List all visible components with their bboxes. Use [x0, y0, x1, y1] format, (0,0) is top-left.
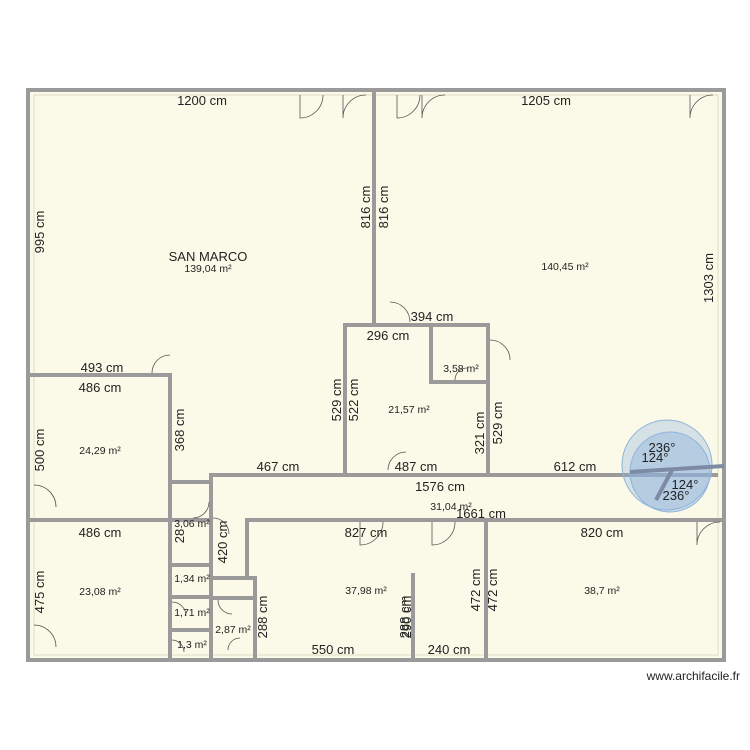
door-icon: [342, 94, 367, 119]
dimension-label: 472 cm: [485, 569, 500, 612]
dimension-label: 550 cm: [312, 642, 355, 657]
room-area: 23,08 m²: [79, 586, 121, 598]
door-icon: [489, 339, 511, 361]
door-icon: [217, 599, 233, 615]
dimension-label: 1205 cm: [521, 93, 571, 108]
dimension-label: 522 cm: [346, 379, 361, 422]
dimension-label: 487 cm: [395, 459, 438, 474]
door-icon: [387, 451, 407, 471]
angle-label: 236°: [649, 440, 676, 455]
rotation-gizmo[interactable]: [621, 419, 725, 513]
room-area: 38,7 m²: [584, 585, 620, 597]
door-icon: [299, 94, 324, 119]
room-area: 31,04 m²: [430, 501, 472, 513]
door-icon: [171, 639, 185, 653]
dimension-label: 816 cm: [376, 186, 391, 229]
door-icon: [696, 521, 721, 546]
door-icon: [151, 354, 171, 374]
room-area: 24,29 m²: [79, 445, 121, 457]
dimension-label: 529 cm: [329, 379, 344, 422]
dimension-label: 28: [172, 529, 187, 543]
dimension-label: 288 cm: [255, 596, 270, 639]
door-icon: [171, 601, 187, 617]
room-area: 1,34 m²: [174, 573, 210, 585]
door-icon: [33, 484, 57, 508]
angle-label: 236°: [663, 488, 690, 503]
dimension-label: 995 cm: [32, 211, 47, 254]
dimension-label: 1200 cm: [177, 93, 227, 108]
dimension-label: 612 cm: [554, 459, 597, 474]
dimension-label: 1661 cm: [456, 506, 506, 521]
dimension-label: 486 cm: [79, 525, 122, 540]
room-area: 139,04 m²: [184, 263, 232, 275]
door-icon: [421, 94, 446, 119]
dimension-label: 820 cm: [581, 525, 624, 540]
dimension-labels-horizontal: 1200 cm 1205 cm 394 cm 296 cm 493 cm 486…: [79, 93, 624, 657]
dimension-label: 368 cm: [172, 409, 187, 452]
watermark: www.archifacile.fr: [646, 669, 740, 683]
door-icon: [689, 94, 714, 119]
dimension-labels-vertical: 995 cm 1303 cm 816 cm 816 cm 500 cm 368 …: [32, 186, 716, 639]
dimension-label: 500 cm: [32, 429, 47, 472]
angle-label: 124°: [642, 450, 669, 465]
dimension-label: 420 cm: [215, 521, 230, 564]
dimension-label: 288 cm: [397, 596, 412, 639]
dimension-label: 290 cm: [399, 596, 414, 639]
room-labels: SAN MARCO 139,04 m² 140,45 m² 3,58 m² 21…: [79, 249, 620, 651]
dimension-label: 1303 cm: [701, 253, 716, 303]
doors: [33, 94, 721, 653]
room-area: 21,57 m²: [388, 404, 430, 416]
dimension-label: 1576 cm: [415, 479, 465, 494]
angle-line: [654, 469, 674, 501]
room-area: 2,87 m²: [215, 624, 251, 636]
room-area: 140,45 m²: [541, 261, 589, 273]
room-area: 3,58 m²: [443, 363, 479, 375]
dimension-label: 827 cm: [345, 525, 388, 540]
dimension-label: 240 cm: [428, 642, 471, 657]
dimension-label: 475 cm: [32, 571, 47, 614]
angle-line: [629, 464, 725, 474]
dimension-label: 493 cm: [81, 360, 124, 375]
room-area: 3,06 m²: [174, 518, 210, 530]
door-icon: [33, 624, 57, 648]
door-icon: [389, 301, 411, 323]
door-icon: [227, 637, 241, 651]
dimension-label: 472 cm: [468, 569, 483, 612]
door-icon: [359, 521, 384, 546]
door-icon: [192, 501, 210, 519]
dimension-label: 529 cm: [490, 402, 505, 445]
room-area: 37,98 m²: [345, 585, 387, 597]
room-area: 1,3 m²: [177, 639, 207, 651]
door-icon: [212, 517, 230, 535]
dimension-label: 321 cm: [472, 412, 487, 455]
dimension-label: 394 cm: [411, 309, 454, 324]
dimension-label: 816 cm: [358, 186, 373, 229]
room-area: 1,71 m²: [174, 607, 210, 619]
dimension-label: 486 cm: [79, 380, 122, 395]
door-icon: [431, 521, 456, 546]
angle-labels: 236° 124° 124° 236°: [642, 440, 699, 503]
door-icon: [396, 94, 421, 119]
door-icon: [454, 367, 468, 381]
interior-walls: [26, 88, 726, 662]
angle-label: 124°: [672, 477, 699, 492]
room-name: SAN MARCO: [169, 249, 248, 264]
dimension-label: 296 cm: [367, 328, 410, 343]
dimension-label: 467 cm: [257, 459, 300, 474]
